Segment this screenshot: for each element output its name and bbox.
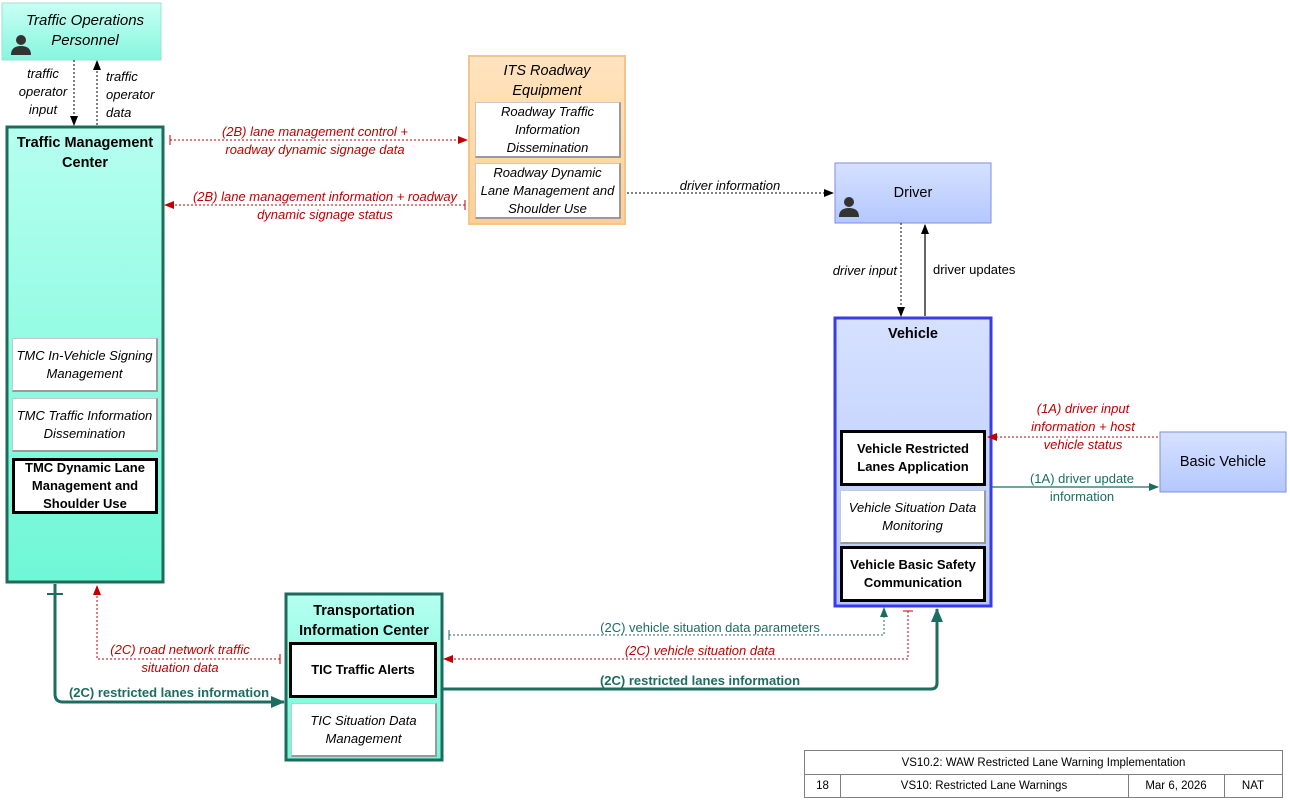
basic-vehicle-title: Basic Vehicle (1179, 454, 1267, 470)
tic-situation-data-management: TIC Situation Data Management (291, 703, 437, 757)
flow-label-driver-updates: driver updates (933, 262, 1016, 277)
vehicle-situation-data-monitoring: Vehicle Situation Data Monitoring (840, 490, 986, 544)
flow-line-vehicle-situation-data (443, 611, 909, 663)
flow-label-driver-update-information: (1A) driver update information (1029, 471, 1135, 504)
roadway-dynamic-lane-management: Roadway Dynamic Lane Management and Shou… (475, 163, 621, 219)
flow-label-restricted-lanes-information-left: (2C) restricted lanes information (68, 685, 270, 700)
flow-label-driver-input: driver input (832, 263, 897, 278)
flow-line-restricted-lanes-information-left (53, 584, 285, 708)
flow-label-restricted-lanes-information-right: (2C) restricted lanes information (599, 673, 801, 688)
transportation-information-center-title: Transportation Information Center (299, 603, 429, 639)
vehicle-basic-safety-communication: Vehicle Basic Safety Communication (840, 546, 986, 602)
person-icon (11, 35, 31, 55)
tmc-traffic-information-dissemination: TMC Traffic Information Dissemination (12, 398, 158, 452)
flow-label-vehicle-situation-data-parameters: (2C) vehicle situation data parameters (600, 620, 820, 635)
flow-label-traffic-operator-data: traffic operator data (106, 69, 155, 120)
title-block-name: VS10: Restricted Lane Warnings (840, 775, 1129, 797)
title-block-date: Mar 6, 2026 (1128, 775, 1225, 797)
title-block: VS10.2: WAW Restricted Lane Warning Impl… (804, 750, 1283, 798)
tic-traffic-alerts: TIC Traffic Alerts (289, 642, 437, 698)
roadway-traffic-information-dissemination: Roadway Traffic Information Disseminatio… (475, 102, 621, 158)
title-block-page: 18 (805, 775, 841, 797)
its-roadway-equipment-title: ITS Roadway Equipment (503, 63, 591, 99)
title-block-heading: VS10.2: WAW Restricted Lane Warning Impl… (805, 751, 1282, 775)
flow-label-lane-management-control: (2B) lane management control + roadway d… (221, 124, 409, 157)
flow-label-vehicle-situation-data: (2C) vehicle situation data (624, 643, 776, 658)
vehicle-restricted-lanes-application: Vehicle Restricted Lanes Application (840, 430, 986, 486)
flow-label-road-network-traffic-situation-data: (2C) road network traffic situation data (110, 642, 250, 675)
tmc-in-vehicle-signing-management: TMC In-Vehicle Signing Management (12, 338, 158, 392)
traffic-operations-personnel-title: Traffic Operations Personnel (25, 12, 145, 49)
driver-title: Driver (893, 185, 933, 201)
flow-label-traffic-operator-input: traffic operator input (18, 66, 68, 117)
flow-label-lane-management-information: (2B) lane management information + roadw… (192, 189, 458, 222)
flow-line-road-network-traffic-situation-data (93, 585, 280, 660)
flow-label-host-vehicle-status: (1A) driver input information + host veh… (1031, 401, 1135, 452)
flow-line-vehicle-situation-data-parameters (449, 607, 888, 636)
tmc-dynamic-lane-management: TMC Dynamic Lane Management and Shoulder… (12, 458, 158, 514)
driver-shape (834, 162, 992, 224)
flow-label-driver-information: driver information (679, 178, 781, 193)
traffic-management-center-title: Traffic Management Center (16, 135, 154, 171)
vehicle-title: Vehicle (888, 326, 938, 342)
title-block-scope: NAT (1241, 780, 1265, 792)
person-icon (839, 197, 859, 217)
flow-line-restricted-lanes-information-right (442, 608, 943, 691)
basic-vehicle-shape (1159, 431, 1287, 493)
